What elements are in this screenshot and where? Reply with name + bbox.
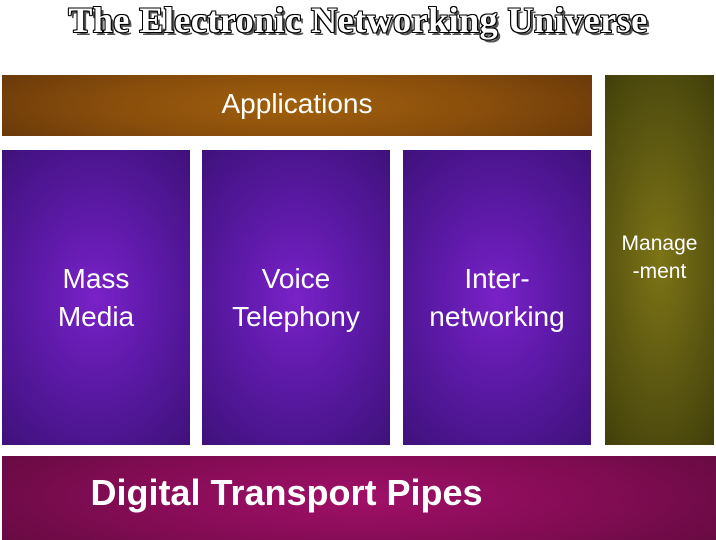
internetworking-block: Inter- networking — [403, 150, 591, 445]
internetworking-label-line1: Inter- — [464, 262, 530, 294]
mass-media-block: Mass Media — [2, 150, 190, 445]
applications-layer: Applications — [2, 75, 592, 136]
voice-telephony-label-line2: Telephony — [232, 300, 360, 332]
digital-transport-label: Digital Transport Pipes — [90, 472, 483, 513]
mass-media-label-line1: Mass — [62, 262, 130, 294]
management-label-line1: Manage — [621, 232, 698, 255]
diagram-title: The Electronic Networking Universe — [68, 0, 648, 40]
mass-media-label-line2: Media — [57, 300, 135, 332]
management-label-line2: -ment — [632, 260, 687, 283]
applications-label: Applications — [221, 88, 373, 119]
voice-telephony-label-line1: Voice — [261, 262, 331, 294]
internetworking-label-line2: networking — [429, 300, 565, 332]
digital-transport-layer: Digital Transport Pipes — [2, 456, 716, 540]
voice-telephony-block: Voice Telephony — [202, 150, 390, 445]
management-layer: Manage -ment — [605, 75, 714, 445]
